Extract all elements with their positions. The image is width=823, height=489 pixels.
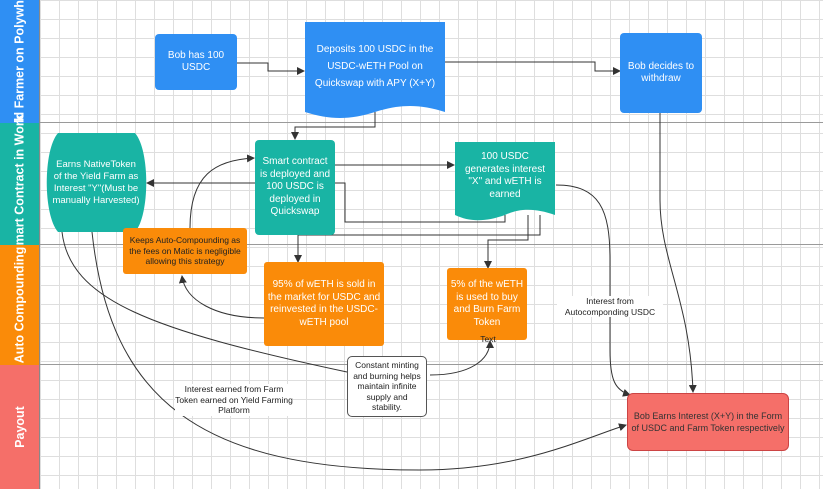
bob-earns-text: Bob Earns Interest (X+Y) in the Form of … (631, 411, 785, 433)
edge-earns-to-earnings (91, 231, 627, 471)
lane-auto-compounding: Auto Compounding (0, 245, 40, 365)
edge-sold-to-keeps (178, 275, 265, 319)
keeps-auto-compounding-text: Keeps Auto-Compounding as the fees on Ma… (129, 235, 241, 267)
edge-earns-to-minting (61, 231, 348, 373)
edge-generates-to-earnings (555, 184, 631, 397)
edge-bob-to-deposit (237, 62, 305, 75)
edge-deposit-to-withdraw (445, 61, 621, 75)
lane-smart-contract: Smart Contract in Work (0, 114, 40, 254)
bob-earns-box: Bob Earns Interest (X+Y) in the Form of … (627, 393, 789, 451)
edge-deposit-to-contract (291, 112, 376, 140)
edge-generates-to-burn (484, 215, 529, 269)
earns-native-token-text: Earns NativeToken of the Yield Farm as I… (52, 158, 140, 206)
generates-shape (455, 142, 555, 221)
edge-keeps-to-contract (189, 154, 255, 229)
deposits-box: Deposits 100 USDC in the USDC-wETH Pool … (305, 24, 445, 108)
bob-has-usdc-box: Bob has 100 USDC (155, 34, 237, 90)
edge-withdraw-to-earnings (659, 113, 697, 393)
text-tag-label: Text (480, 334, 496, 344)
sold-95-box: 95% of wETH is sold in the market for US… (264, 262, 384, 346)
edge-generates-to-sold (294, 215, 541, 263)
earns-native-shape (46, 133, 147, 232)
deposits-text: Deposits 100 USDC in the USDC-wETH Pool … (314, 43, 436, 89)
lane-yield-farmer: Yield Farmer on Polywhale (0, 0, 40, 141)
edge-minting-to-burn (429, 340, 494, 376)
earns-native-token-box: Earns NativeToken of the Yield Farm as I… (48, 134, 144, 231)
smart-contract-box: Smart contract is deployed and 100 USDC … (255, 140, 335, 235)
lane-payout: Payout (0, 365, 40, 489)
withdraw-box: Bob decides to withdraw (620, 33, 702, 113)
interest-farm-token-label: Interest earned from Farm Token earned o… (175, 384, 293, 416)
keeps-auto-compounding-box: Keeps Auto-Compounding as the fees on Ma… (123, 228, 247, 274)
buy-burn-5-text: 5% of the wETH is used to buy and Burn F… (450, 279, 524, 328)
constant-minting-box: Constant minting and burning helps maint… (347, 356, 427, 417)
lane-divider (40, 244, 823, 245)
lane-divider (40, 364, 823, 365)
buy-burn-5-box: 5% of the wETH is used to buy and Burn F… (447, 268, 527, 340)
deposits-shape (305, 22, 445, 118)
sold-95-text: 95% of wETH is sold in the market for US… (267, 279, 381, 328)
withdraw-text: Bob decides to withdraw (627, 60, 695, 85)
bob-has-usdc-text: Bob has 100 USDC (167, 49, 225, 74)
generates-interest-text: 100 USDC generates interest "X" and wETH… (464, 151, 546, 200)
lane-divider (40, 122, 823, 123)
interest-autocompounding-label: Interest from Autocomponding USDC (557, 296, 663, 317)
smart-contract-text: Smart contract is deployed and 100 USDC … (259, 156, 331, 218)
constant-minting-text: Constant minting and burning helps maint… (353, 360, 421, 413)
generates-interest-box: 100 USDC generates interest "X" and wETH… (455, 143, 555, 209)
